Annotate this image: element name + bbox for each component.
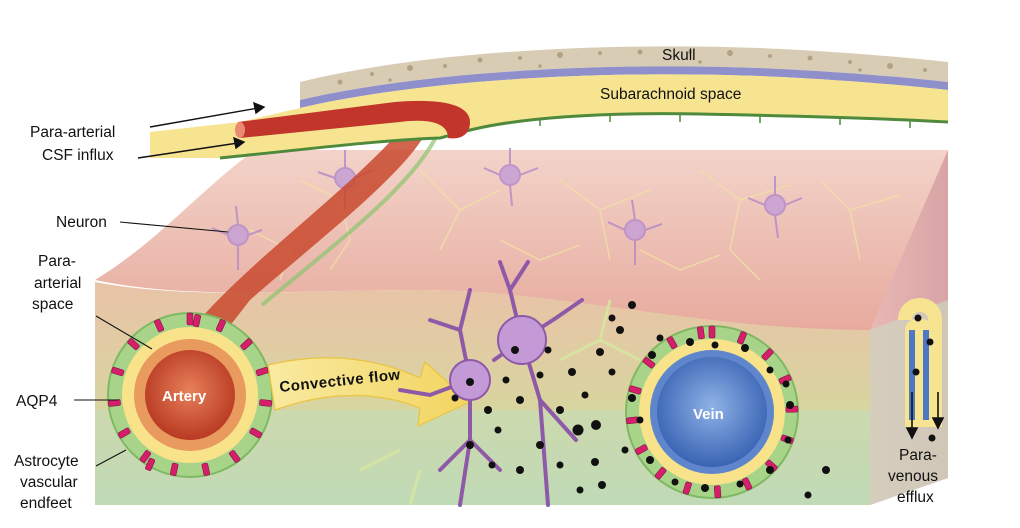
central-neurons — [359, 260, 641, 507]
surface-neuron-3 — [607, 199, 663, 265]
skull-label: Skull — [662, 47, 696, 64]
neuron-soma-2 — [497, 315, 547, 365]
aqp4-label: AQP4 — [16, 393, 58, 410]
influx-arrows — [137, 101, 266, 159]
aqp4-channels-vein — [626, 325, 799, 499]
surface-neuron-5 — [211, 205, 263, 270]
para-arterial-space-label-1: Para- — [38, 253, 76, 270]
penetrating-artery — [195, 120, 430, 345]
endfeet-label-2: vascular — [20, 474, 78, 491]
aqp4-channels-artery — [107, 312, 273, 476]
tissue-top-face — [95, 150, 948, 345]
influx-label-line-2: CSF influx — [42, 147, 114, 164]
subarachnoid-label: Subarachnoid space — [600, 86, 741, 103]
endfeet-leader — [95, 449, 127, 467]
endfeet-label-3: endfeet — [20, 495, 72, 512]
surface-artery-lumen — [235, 122, 245, 138]
efflux-label-3: efflux — [897, 489, 934, 506]
vein-label: Vein — [693, 406, 724, 423]
neuron-cell-2 — [492, 260, 584, 507]
astro-process — [359, 299, 641, 506]
artery-cross-section — [107, 312, 273, 478]
astrocyte-network-surface — [249, 169, 901, 281]
para-arterial-space-leader — [95, 315, 153, 350]
neuron-cell-1 — [398, 288, 502, 507]
surface-neurons — [211, 148, 803, 270]
skull-band — [300, 46, 948, 100]
neuron-leader — [119, 221, 229, 233]
surface-artery — [238, 100, 470, 139]
efflux-label-1: Para- — [899, 447, 937, 464]
leader-lines — [74, 221, 229, 467]
vein-cross-section — [625, 325, 799, 499]
penetrating-artery-sheath — [260, 127, 442, 307]
convective-flow-arrow — [267, 357, 472, 427]
skull-texture — [337, 49, 927, 85]
surface-neuron-2 — [483, 148, 539, 207]
artery-lumen — [145, 350, 235, 440]
efflux-label-2: venous — [888, 468, 938, 485]
para-venous-efflux-vessel — [898, 298, 942, 442]
efflux-arrows — [905, 392, 945, 440]
pia-ticks — [539, 114, 911, 128]
neuron-label: Neuron — [56, 214, 107, 231]
artery-label: Artery — [162, 388, 207, 405]
surface-neuron-4 — [747, 176, 803, 239]
subarachnoid-csf-band — [150, 74, 948, 158]
para-arterial-space-label-3: space — [32, 296, 73, 313]
dura-band — [300, 66, 948, 108]
pia-membrane — [219, 112, 949, 160]
para-arterial-space-label-2: arterial — [34, 275, 81, 292]
solute-particles — [451, 301, 830, 499]
influx-label-line-1: Para-arterial — [30, 124, 115, 141]
vein-lumen — [657, 357, 767, 467]
endfeet-label-1: Astrocyte — [14, 453, 79, 470]
